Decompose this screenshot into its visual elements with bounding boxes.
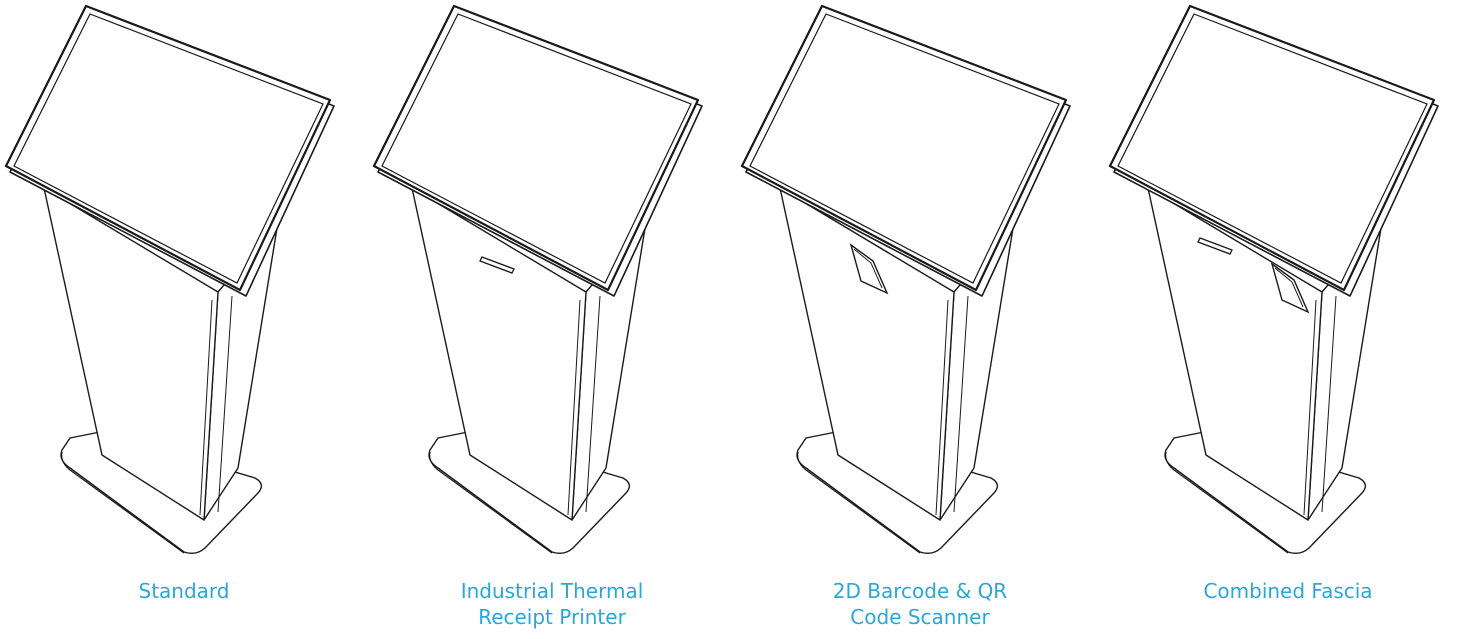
caption-line: Receipt Printer [478, 605, 626, 629]
barcode-scanner-window-icon [849, 243, 889, 295]
kiosk-receipt-printer: Industrial Thermal Receipt Printer [368, 0, 736, 639]
caption-line: Code Scanner [850, 605, 990, 629]
kiosk-caption: Industrial Thermal Receipt Printer [368, 578, 736, 630]
kiosk-base-edge [797, 451, 921, 554]
kiosk-illustration-printer [372, 4, 703, 555]
caption-line: Standard [138, 579, 230, 603]
kiosk-pedestal-corner [567, 299, 581, 516]
receipt-printer-slot-icon [479, 256, 515, 274]
kiosk-illustration-standard [4, 4, 335, 555]
kiosk-combined-fascia: Combined Fascia [1104, 0, 1472, 639]
kiosk-screen-display [381, 13, 692, 284]
kiosk-base-edge [61, 451, 185, 554]
receipt-printer-slot-icon [1197, 237, 1233, 255]
kiosk-illustration-scanner [740, 4, 1071, 555]
barcode-scanner-window-icon [1270, 262, 1310, 314]
kiosk-pedestal-seam [585, 295, 601, 513]
kiosk-pedestal-front [411, 187, 587, 521]
kiosk-pedestal-corner [199, 299, 213, 516]
kiosk-screen-display [749, 13, 1060, 284]
kiosk-pedestal-seam [217, 295, 233, 513]
kiosk-standard: Standard [0, 0, 368, 639]
kiosk-caption: Standard [0, 578, 368, 604]
caption-line: 2D Barcode & QR [832, 579, 1008, 603]
caption-line: Industrial Thermal [460, 579, 644, 603]
kiosk-pedestal-seam [1321, 295, 1337, 513]
kiosk-caption: Combined Fascia [1104, 578, 1472, 604]
caption-line: Combined Fascia [1203, 579, 1373, 603]
kiosk-pedestal-corner [935, 299, 949, 516]
kiosk-pedestal-front [43, 187, 219, 521]
kiosk-base-edge [1165, 451, 1289, 554]
kiosk-barcode-scanner: 2D Barcode & QR Code Scanner [736, 0, 1104, 639]
kiosk-screen-display [1117, 13, 1428, 284]
kiosk-illustration-combined [1108, 4, 1439, 555]
kiosk-pedestal-corner [1303, 299, 1317, 516]
kiosk-pedestal-front [779, 187, 955, 521]
kiosk-base-edge [429, 451, 553, 554]
kiosk-pedestal-seam [953, 295, 969, 513]
kiosk-screen-display [13, 13, 324, 284]
barcode-scanner-inner-edge [853, 248, 883, 289]
barcode-scanner-inner-edge [1274, 267, 1304, 308]
kiosk-caption: 2D Barcode & QR Code Scanner [736, 578, 1104, 630]
